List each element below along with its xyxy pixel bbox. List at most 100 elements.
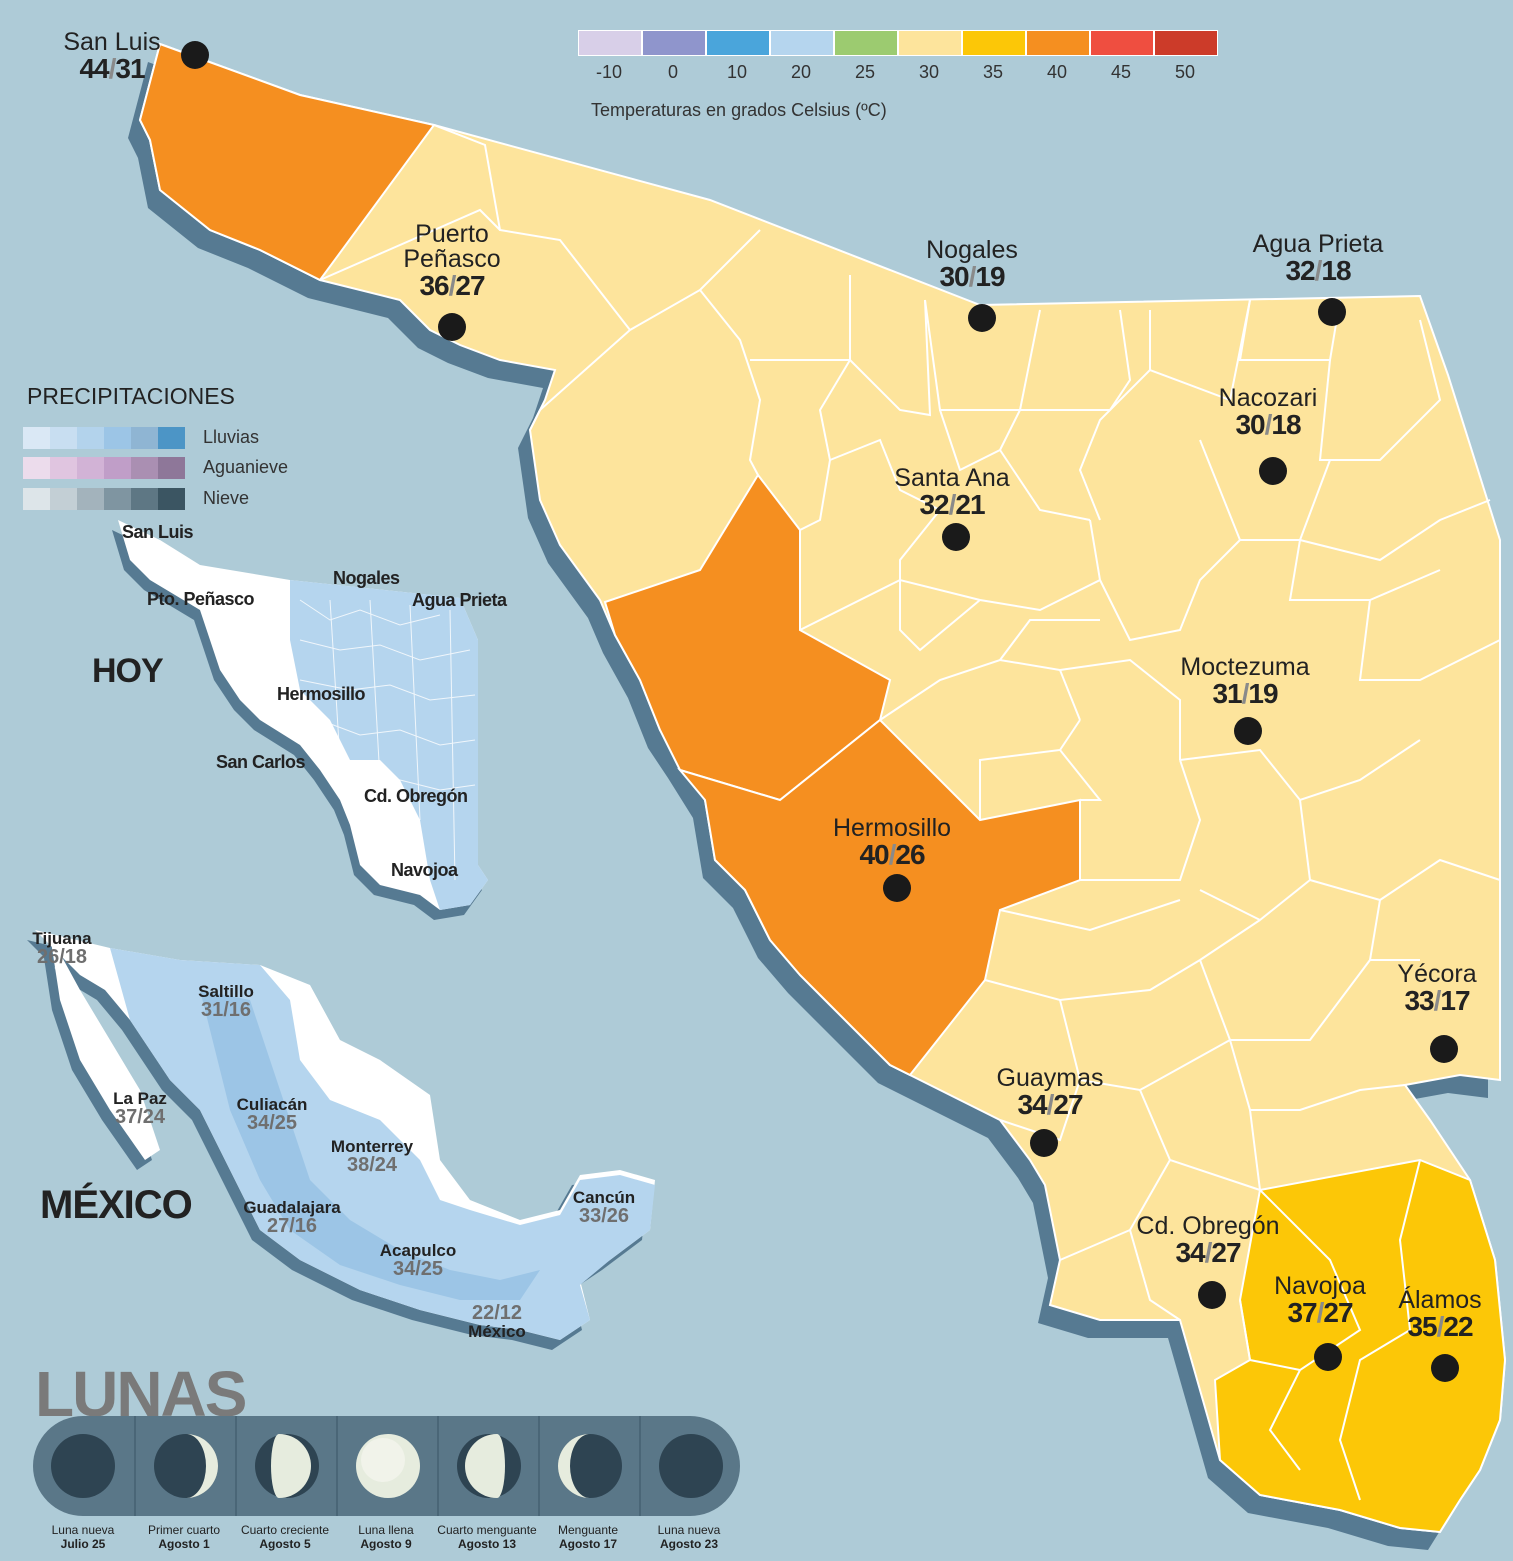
city-name: Cd. Obregón (1136, 1212, 1280, 1240)
temp-max: 34 (1175, 1237, 1205, 1268)
temp-separator: / (888, 839, 897, 870)
moon-phase-date: Agosto 17 (558, 1536, 617, 1551)
temp-min: 19 (975, 261, 1005, 292)
moon-phase-date: Agosto 9 (360, 1536, 412, 1551)
precip-label: Aguanieve (203, 457, 289, 477)
moon-phase-date: Agosto 5 (259, 1536, 311, 1551)
mexico-city-name: Guadalajara (243, 1198, 341, 1217)
temp-min: 27 (1053, 1089, 1083, 1120)
first-quarter-icon (235, 1416, 337, 1516)
scale-tick-label: 20 (790, 62, 812, 82)
scale-tick-label: 10 (726, 62, 748, 82)
city-temps: 30/18 (1158, 411, 1378, 439)
temp-min: 19 (1248, 678, 1278, 709)
city-dot-yecora (1430, 1035, 1458, 1063)
city-name: Navojoa (1274, 1272, 1366, 1300)
temp-max: 32 (919, 489, 949, 520)
precip-swatch (23, 488, 50, 510)
city-dot-navojoa (1314, 1343, 1342, 1371)
city-dot-guaymas (1030, 1129, 1058, 1157)
city-temps: 44/31 (2, 55, 222, 83)
hoy-label-agua-prieta: Agua Prieta (412, 590, 507, 610)
temp-max: 30 (939, 261, 969, 292)
moon-phase-name: Menguante (557, 1523, 619, 1537)
precipitation-legend-title: PRECIPITACIONES (27, 383, 235, 409)
precip-swatch (50, 427, 77, 449)
scale-tick-label: 35 (982, 62, 1004, 82)
city-name: Guaymas (996, 1064, 1104, 1092)
city-temps: 40/26 (782, 841, 1002, 869)
moon-phase-name: Cuarto menguante (437, 1523, 537, 1537)
mexico-city-temps: 38/24 (346, 1154, 398, 1176)
city-temps: 34/27 (940, 1091, 1160, 1119)
scale-tick-label: 30 (918, 62, 940, 82)
scale-tick-label: 0 (667, 62, 678, 82)
moon-phase-date: Julio 25 (60, 1536, 106, 1551)
city-name: Yécora (1397, 960, 1477, 988)
municipality-borders (319, 124, 1501, 1501)
scale-swatch-20 (770, 30, 834, 56)
temp-max: 34 (1017, 1089, 1047, 1120)
moon-phase-date: Agosto 13 (457, 1536, 516, 1551)
temp-separator: / (968, 261, 977, 292)
temp-separator: / (1316, 1297, 1325, 1328)
last-quarter-icon (437, 1416, 539, 1516)
scale-swatch-minus10 (578, 30, 642, 56)
scale-swatch-35 (962, 30, 1026, 56)
temp-min: 18 (1271, 409, 1301, 440)
hoy-label-san-luis: San Luis (122, 522, 194, 542)
mexico-city-temps: 33/26 (578, 1205, 630, 1227)
temp-max: 37 (1287, 1297, 1317, 1328)
moon-phase-name: Cuarto creciente (240, 1523, 330, 1537)
temp-max: 35 (1407, 1311, 1437, 1342)
mexico-city-temps: 22/12 (471, 1302, 523, 1324)
precip-swatch (104, 488, 131, 510)
mexico-city-name: Monterrey (330, 1137, 414, 1156)
mexico-city-name: Culiacán (236, 1095, 308, 1114)
city-temps: 36/27 (342, 272, 562, 300)
temp-min: 27 (1211, 1237, 1241, 1268)
city-temps: 35/22 (1330, 1313, 1513, 1341)
precip-swatch (158, 457, 185, 479)
city-dot-san-luis (181, 41, 209, 69)
mexico-city-name: Acapulco (379, 1241, 457, 1260)
precip-swatch (77, 488, 104, 510)
city-name: Moctezuma (1180, 653, 1310, 681)
precip-swatch (131, 457, 158, 479)
city-temps: 30/19 (862, 263, 1082, 291)
scale-swatch-25 (834, 30, 898, 56)
moon-phase-date: Agosto 1 (158, 1536, 210, 1551)
scale-swatch-50 (1154, 30, 1218, 56)
temp-min: 26 (895, 839, 925, 870)
precip-swatch (131, 427, 158, 449)
city-name: Álamos (1398, 1286, 1482, 1314)
city-temps: 37/27 (1210, 1299, 1430, 1327)
precip-swatch (23, 457, 50, 479)
temp-separator: / (1264, 409, 1273, 440)
mexico-city-name: Cancún (572, 1188, 636, 1207)
temp-min: 21 (955, 489, 985, 520)
city-dot-nogales (968, 304, 996, 332)
temp-max: 36 (419, 270, 449, 301)
mexico-city-name: Tijuana (32, 929, 92, 948)
mexico-city-name: Saltillo (198, 982, 254, 1001)
temp-max: 44 (79, 53, 109, 84)
temp-max: 30 (1235, 409, 1265, 440)
temp-separator: / (1204, 1237, 1213, 1268)
precip-swatch (23, 427, 50, 449)
city-name: Nogales (926, 236, 1018, 264)
